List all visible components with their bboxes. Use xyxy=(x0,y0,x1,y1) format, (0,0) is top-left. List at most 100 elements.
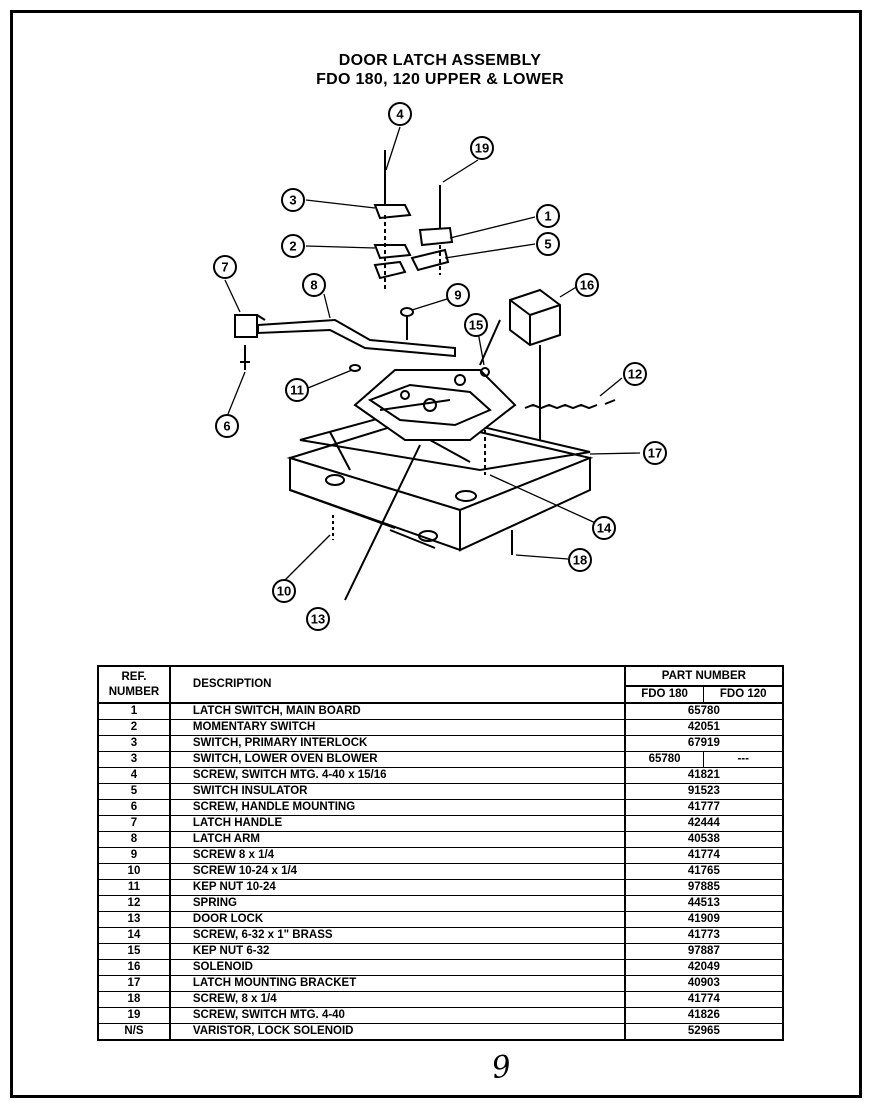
description-cell: SCREW 10-24 x 1/4 xyxy=(169,863,626,880)
description-cell: SPRING xyxy=(169,895,626,912)
callout-14: 14 xyxy=(597,521,612,536)
description-cell: LATCH MOUNTING BRACKET xyxy=(169,975,626,992)
description-cell: SCREW, 8 x 1/4 xyxy=(169,991,626,1008)
header-part-number: PART NUMBER xyxy=(624,665,785,687)
description-cell: SCREW, SWITCH MTG. 4-40 xyxy=(169,1007,626,1024)
ref-number-cell: 3 xyxy=(97,751,171,768)
callout-16: 16 xyxy=(580,278,594,293)
callout-15: 15 xyxy=(469,318,483,333)
ref-number-cell: 12 xyxy=(97,895,171,912)
description-cell: DOOR LOCK xyxy=(169,911,626,928)
part-number-cell: 40538 xyxy=(624,831,785,848)
ref-number-cell: 11 xyxy=(97,879,171,896)
part-number-cell: 41765 xyxy=(624,863,785,880)
part-number-cell: 67919 xyxy=(624,735,785,752)
description-cell: SCREW, 6-32 x 1" BRASS xyxy=(169,927,626,944)
callout-2: 2 xyxy=(289,239,296,254)
description-cell: SWITCH, LOWER OVEN BLOWER xyxy=(169,751,626,768)
part-number-cell: 40903 xyxy=(624,975,785,992)
part-number-cell: 91523 xyxy=(624,783,785,800)
part-number-cell: 52965 xyxy=(624,1023,785,1041)
callout-12: 12 xyxy=(628,367,642,382)
part-number-cell: 41909 xyxy=(624,911,785,928)
header-fdo120: FDO 120 xyxy=(703,685,785,704)
callout-11: 11 xyxy=(290,383,304,398)
part-number-cell: 41777 xyxy=(624,799,785,816)
callout-4: 4 xyxy=(396,107,404,122)
page-subtitle: FDO 180, 120 UPPER & LOWER xyxy=(316,71,564,88)
part-number-cell: 97885 xyxy=(624,879,785,896)
ref-number-cell: 4 xyxy=(97,767,171,784)
callout-6: 6 xyxy=(223,419,230,434)
callout-17: 17 xyxy=(648,446,662,461)
ref-number-cell: 10 xyxy=(97,863,171,880)
description-cell: SCREW, SWITCH MTG. 4-40 x 15/16 xyxy=(169,767,626,784)
parts-table: REF. NUMBER DESCRIPTION PART NUMBER FDO … xyxy=(97,665,785,1041)
header-ref-number: REF. NUMBER xyxy=(97,665,171,704)
ref-number-cell: 17 xyxy=(97,975,171,992)
callout-13: 13 xyxy=(311,612,325,627)
ref-number-cell: 13 xyxy=(97,911,171,928)
header-fdo180: FDO 180 xyxy=(624,685,705,704)
callout-7: 7 xyxy=(221,260,228,275)
description-cell: KEP NUT 6-32 xyxy=(169,943,626,960)
ref-number-cell: 1 xyxy=(97,703,171,720)
ref-number-cell: 7 xyxy=(97,815,171,832)
page-frame xyxy=(10,10,862,1098)
description-cell: SCREW 8 x 1/4 xyxy=(169,847,626,864)
part-number-fdo180-cell: 65780 xyxy=(624,751,705,768)
callout-9: 9 xyxy=(454,288,461,303)
ref-number-cell: 5 xyxy=(97,783,171,800)
ref-number-cell: 8 xyxy=(97,831,171,848)
description-cell: SWITCH, PRIMARY INTERLOCK xyxy=(169,735,626,752)
description-cell: SCREW, HANDLE MOUNTING xyxy=(169,799,626,816)
ref-number-cell: 9 xyxy=(97,847,171,864)
ref-number-cell: 3 xyxy=(97,735,171,752)
description-cell: SOLENOID xyxy=(169,959,626,976)
part-number-cell: 65780 xyxy=(624,703,785,720)
callout-1: 1 xyxy=(544,209,551,224)
description-cell: KEP NUT 10-24 xyxy=(169,879,626,896)
description-cell: LATCH HANDLE xyxy=(169,815,626,832)
callout-5: 5 xyxy=(544,237,551,252)
part-number-fdo120-cell: --- xyxy=(703,751,785,768)
header-description: DESCRIPTION xyxy=(169,665,626,704)
part-number-cell: 41821 xyxy=(624,767,785,784)
callout-19: 19 xyxy=(475,141,489,156)
ref-number-cell: 16 xyxy=(97,959,171,976)
callout-10: 10 xyxy=(277,584,291,599)
part-number-cell: 41774 xyxy=(624,991,785,1008)
callout-3: 3 xyxy=(289,193,296,208)
callout-8: 8 xyxy=(310,278,317,293)
part-number-cell: 42049 xyxy=(624,959,785,976)
callout-18: 18 xyxy=(573,553,587,568)
ref-number-cell: N/S xyxy=(97,1023,171,1041)
part-number-cell: 41826 xyxy=(624,1007,785,1024)
ref-number-cell: 18 xyxy=(97,991,171,1008)
description-cell: MOMENTARY SWITCH xyxy=(169,719,626,736)
part-number-cell: 41773 xyxy=(624,927,785,944)
ref-number-cell: 6 xyxy=(97,799,171,816)
part-number-cell: 42444 xyxy=(624,815,785,832)
description-cell: LATCH SWITCH, MAIN BOARD xyxy=(169,703,626,720)
page-title: DOOR LATCH ASSEMBLY xyxy=(338,52,542,69)
